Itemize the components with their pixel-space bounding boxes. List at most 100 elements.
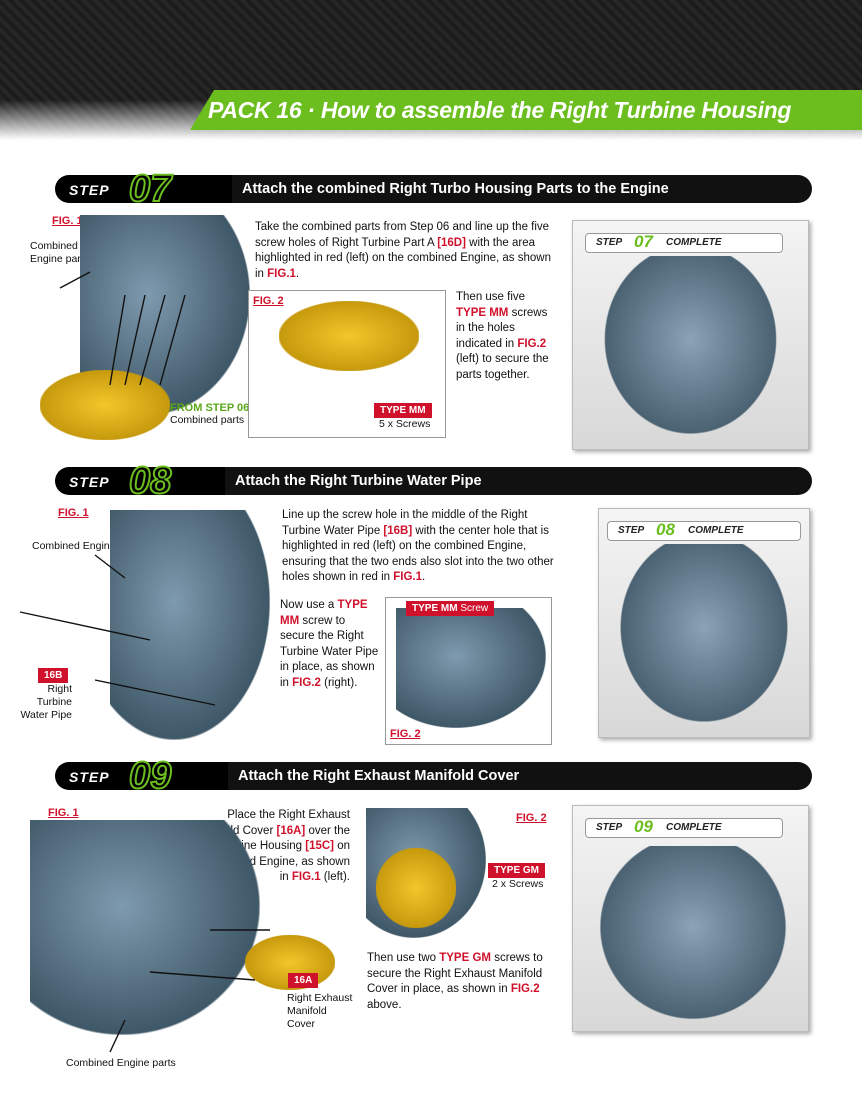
screw-type-ref: TYPE GM [439,952,491,964]
text-part: screws in the holes indicated in [456,306,548,350]
fig1-label: FIG. 1 [52,215,83,227]
fig2-cover-image [376,848,456,928]
text-part: screw to secure the Right Turbine Water … [280,614,379,689]
fig2-engine-image [396,608,546,728]
part-ref: [15C] [305,840,334,852]
fig2-label: FIG. 2 [516,812,547,824]
fig2-label: FIG. 2 [253,295,284,307]
complete-engine-image [598,256,783,441]
step07-complete-panel: STEP 07 COMPLETE [572,220,809,450]
part-label: Right Turbine Water Pipe [20,683,72,721]
combined-engine-label: Combined Engine parts [66,1057,176,1069]
step-number: 08 [656,520,675,539]
screw-count: Screw [460,603,489,614]
text-part: above. [367,998,402,1011]
complete-badge: STEP 09 COMPLETE [585,817,783,838]
part-tag: 16B [38,668,69,683]
fig2-label: FIG. 2 [390,728,421,740]
fig-ref: FIG.1 [267,267,296,280]
step09-text2: Then use two TYPE GM screws to secure th… [367,951,552,1013]
step08-complete-panel: STEP 08 COMPLETE [598,508,810,738]
text-part: (left). [320,871,350,883]
part-tag: 16A [288,973,319,988]
step-number: 09 [634,817,653,836]
engine-image [30,820,260,1035]
step08-fig2-box: TYPE MM Screw FIG. 2 [385,597,552,745]
text-part: Line up the screw hole in the middle of … [282,509,528,537]
engine-image [110,510,270,740]
step07-badge: STEP 07 [55,168,245,210]
step-title: Attach the Right Turbine Water Pipe [235,473,482,489]
step-label: STEP [69,474,110,490]
fig-ref: FIG.2 [292,676,321,689]
fig2-part-image [279,301,419,371]
text-part: Now use a [280,599,338,611]
step09-badge: STEP 09 [55,755,245,797]
text-part: Then use five [456,291,526,303]
step-label: STEP [69,182,110,198]
step08-text2: Now use a TYPE MM screw to secure the Ri… [280,598,380,691]
part-ref: [16B] [383,524,413,537]
complete-engine-image [614,544,794,729]
screw-count: 5 x Screws [379,418,431,430]
step-label: STEP [69,769,110,785]
step-title: Attach the combined Right Turbo Housing … [242,181,669,197]
step07-text2: Then use five TYPE MM screws in the hole… [456,290,556,383]
step07-title-bar: Attach the combined Right Turbo Housing … [232,175,812,203]
step-number: 08 [128,460,172,502]
fig-ref: FIG.2 [517,337,547,350]
fig1-label: FIG. 1 [58,507,89,519]
step08-title-bar: Attach the Right Turbine Water Pipe [225,467,812,495]
step09-complete-panel: STEP 09 COMPLETE [572,805,809,1032]
step07-text1: Take the combined parts from Step 06 and… [255,220,555,282]
complete-badge: STEP 07 COMPLETE [585,232,783,253]
step-number: 09 [128,755,172,797]
step-number: 07 [634,232,653,251]
screw-type: TYPE MM [412,603,458,614]
text-part: screws to secure the Right Exhaust Manif… [367,952,543,995]
title-banner [190,90,862,130]
screw-tag: TYPE MM Screw [406,601,495,616]
step09-title-bar: Attach the Right Exhaust Manifold Cover [228,762,812,790]
screw-count: 2 x Screws [492,878,544,890]
part-ref: [16D] [437,236,466,249]
step-title: Attach the Right Exhaust Manifold Cover [238,768,520,784]
from-step-sub: Combined parts [170,414,245,426]
text-part: with the center hole that is highlighted… [282,524,554,584]
part-label: Right Exhaust Manifold Cover [287,992,353,1030]
fig-ref: FIG.1 [291,871,321,883]
text-part: (right). [320,676,358,689]
text-part: . [295,267,300,280]
fig-ref: FIG.1 [393,571,422,583]
text-part: . [422,571,426,583]
fig1-label: FIG. 1 [48,807,79,819]
fig-ref: FIG.2 [510,983,540,995]
screw-type-ref: TYPE MM [280,599,368,627]
step-label: STEP [596,237,623,248]
page-title: PACK 16 · How to assemble the Right Turb… [208,97,792,123]
complete-label: COMPLETE [688,525,744,536]
turbo-parts-image [40,370,170,440]
screw-type-ref: TYPE MM [456,306,509,319]
step09-fig2-box: FIG. 2 TYPE GM 2 x Screws [366,808,551,938]
step-number: 07 [128,168,172,210]
text-part: Then use two [367,952,440,964]
text-part: with the area highlighted in red (left) … [255,236,551,280]
step08-badge: STEP 08 [55,460,245,502]
complete-label: COMPLETE [666,822,722,833]
part-ref: [16A] [276,824,306,837]
text-part: Take the combined parts from Step 06 and… [255,221,550,249]
complete-badge: STEP 08 COMPLETE [607,520,801,541]
screw-type-tag: TYPE MM [374,403,432,418]
screw-type-tag: TYPE GM [488,863,546,878]
complete-engine-image [593,846,793,1026]
from-step-label: FROM STEP 06 [170,402,250,414]
combined-engine-label: Combined Engine parts [30,240,89,265]
complete-label: COMPLETE [666,237,722,248]
step-label: STEP [596,822,623,833]
step08-text1: Line up the screw hole in the middle of … [282,508,554,586]
text-part: (left) to secure the parts together. [456,353,549,381]
step-label: STEP [618,525,645,536]
step07-fig2-box: FIG. 2 TYPE MM 5 x Screws [248,290,446,438]
